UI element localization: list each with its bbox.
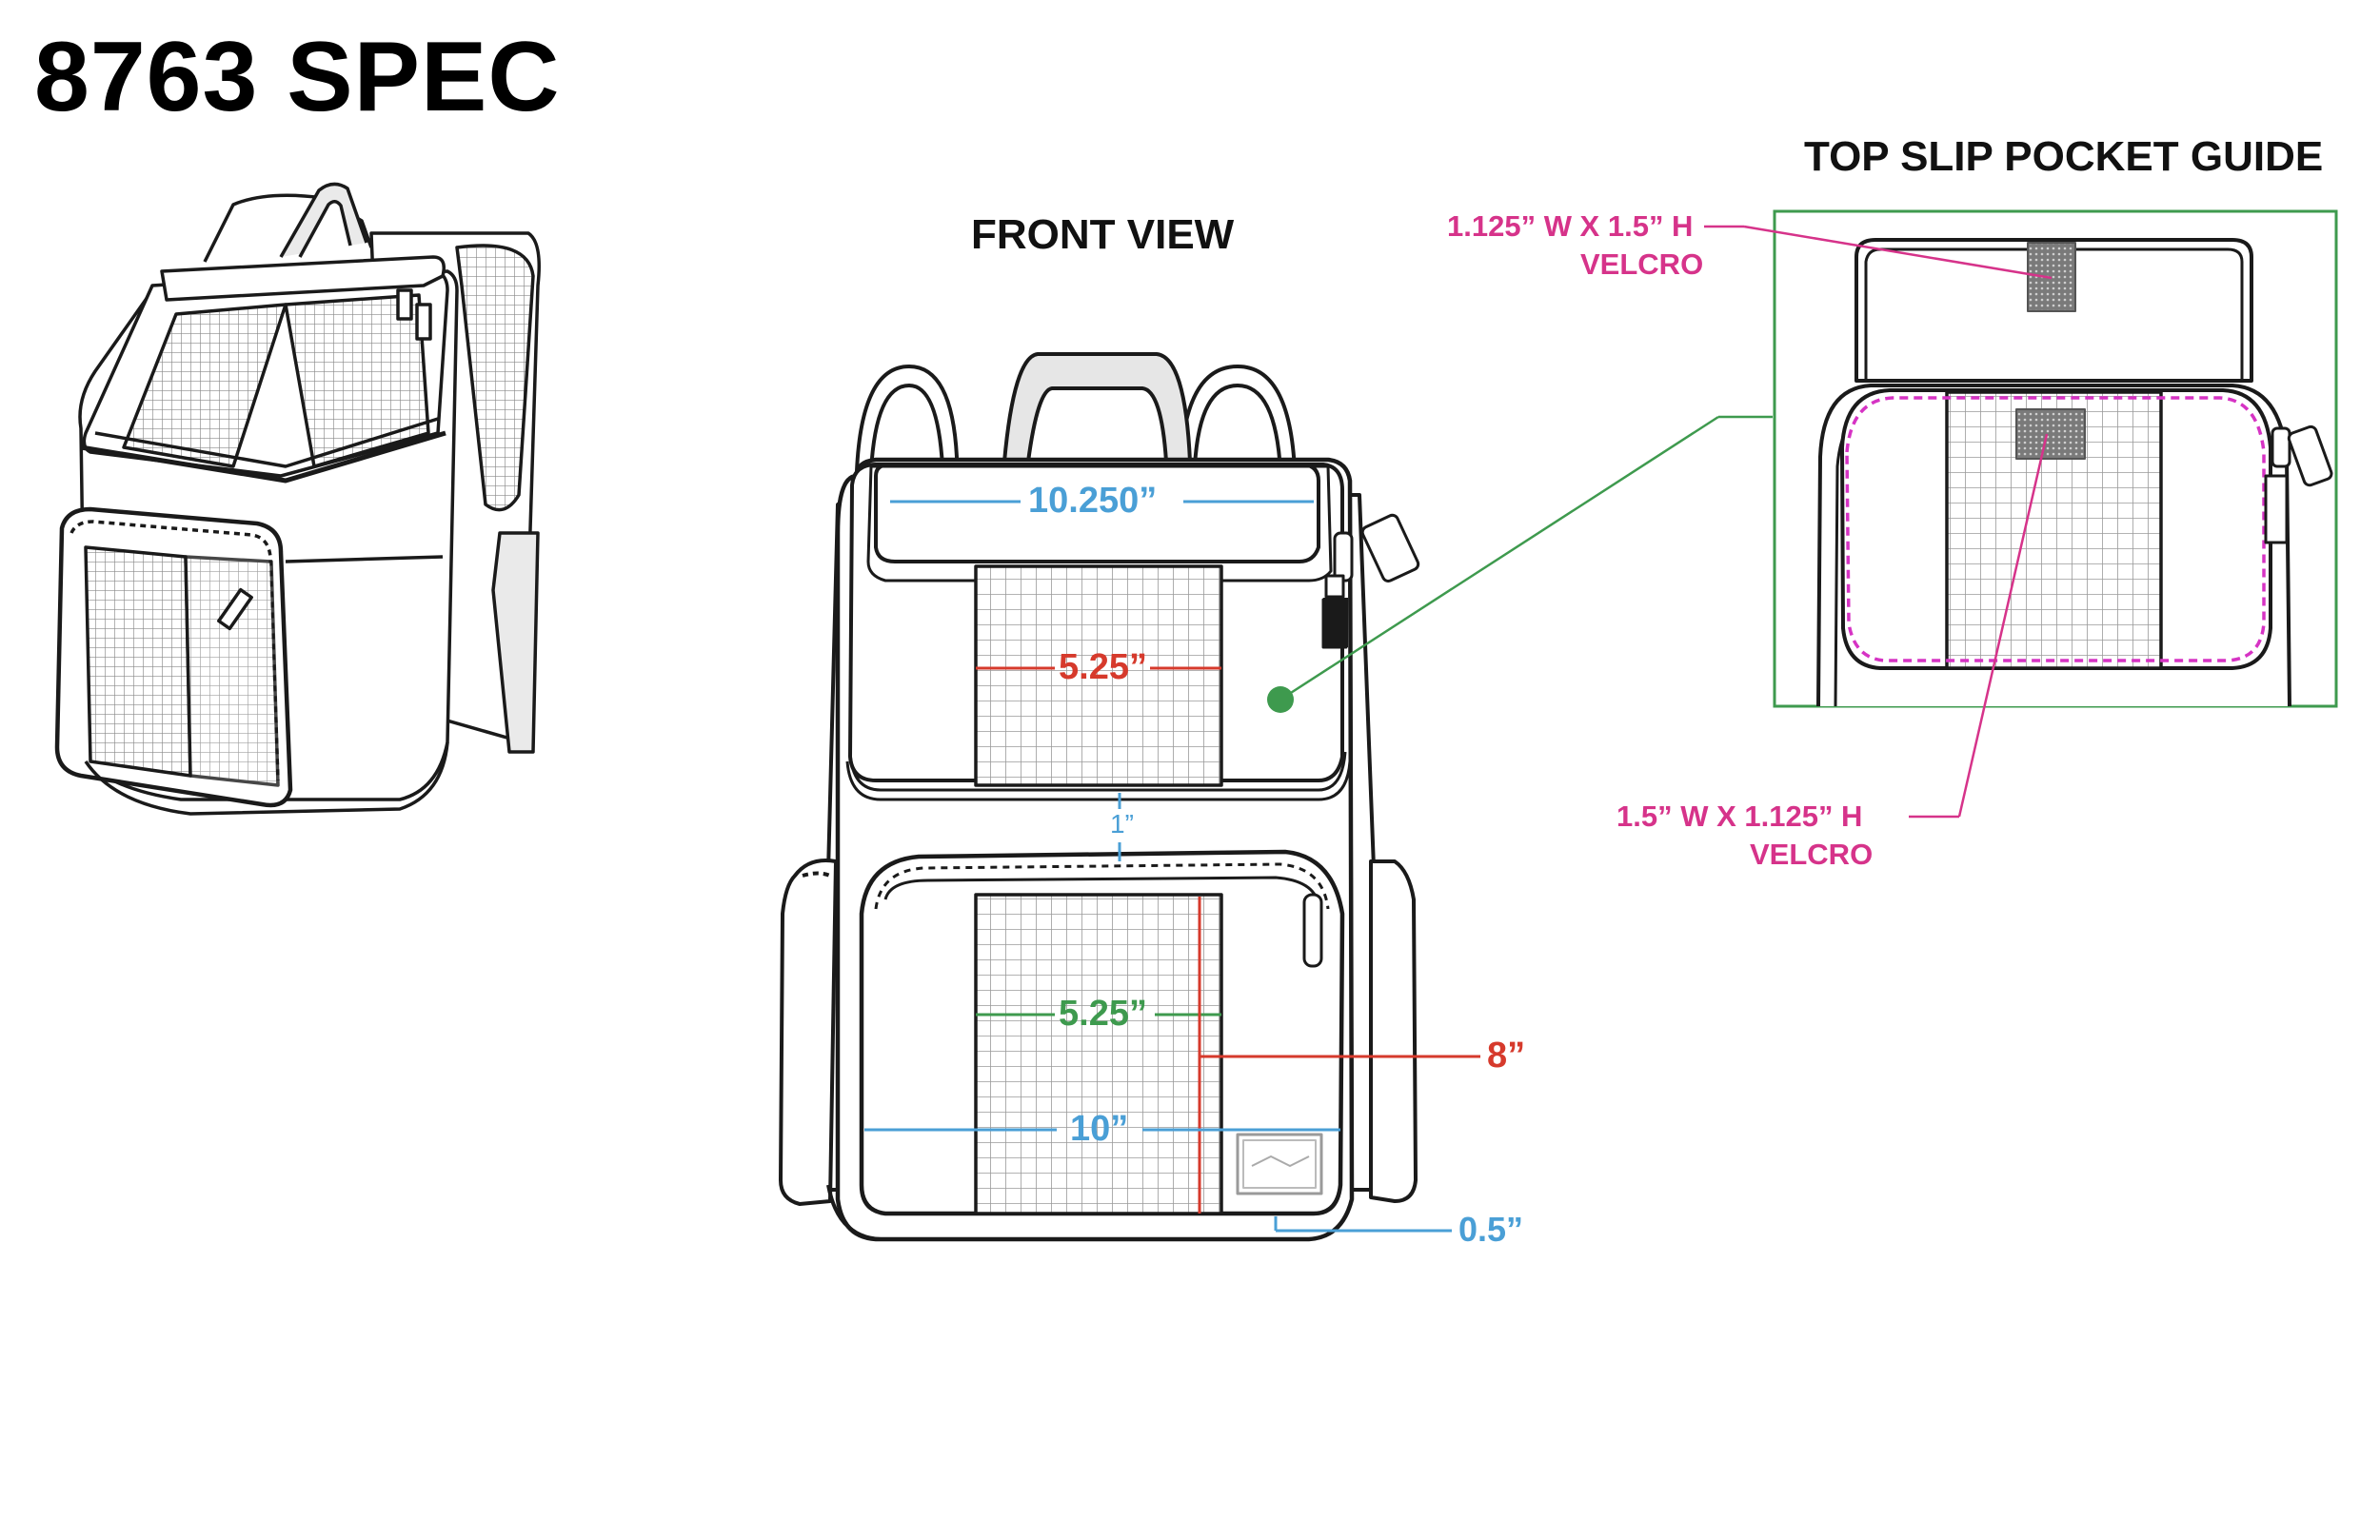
pocket-guide-title: TOP SLIP POCKET GUIDE xyxy=(1804,133,2324,180)
dimension-lines xyxy=(864,415,1773,1233)
pocket-marker-dot xyxy=(1267,686,1294,713)
velcro-bottom-size: 1.5” W X 1.125” H xyxy=(1616,800,1863,833)
velcro-leaders xyxy=(1704,225,2053,819)
dim-gap: 1” xyxy=(1110,809,1134,839)
front-view-backpack xyxy=(779,352,1420,1242)
perspective-backpack-sketch xyxy=(54,182,541,816)
dim-front-pocket-width: 10” xyxy=(1070,1109,1129,1149)
dim-top-pocket-width: 10.250” xyxy=(1028,481,1158,521)
dim-front-pocket-height: 8” xyxy=(1487,1036,1526,1076)
velcro-top-size: 1.125” W X 1.5” H xyxy=(1447,209,1694,243)
dim-front-mesh-width: 5.25” xyxy=(1059,994,1147,1034)
dim-top-mesh-width: 5.25” xyxy=(1059,647,1147,687)
front-view-title: FRONT VIEW xyxy=(971,211,1235,258)
velcro-top-label: VELCRO xyxy=(1580,247,1704,281)
dim-bottom-offset: 0.5” xyxy=(1458,1210,1524,1249)
page-title: 8763 SPEC xyxy=(34,22,561,132)
pocket-guide-detail xyxy=(1816,238,2333,707)
levis-zip-tag xyxy=(1323,598,1348,647)
velcro-bottom-label: VELCRO xyxy=(1750,838,1874,871)
